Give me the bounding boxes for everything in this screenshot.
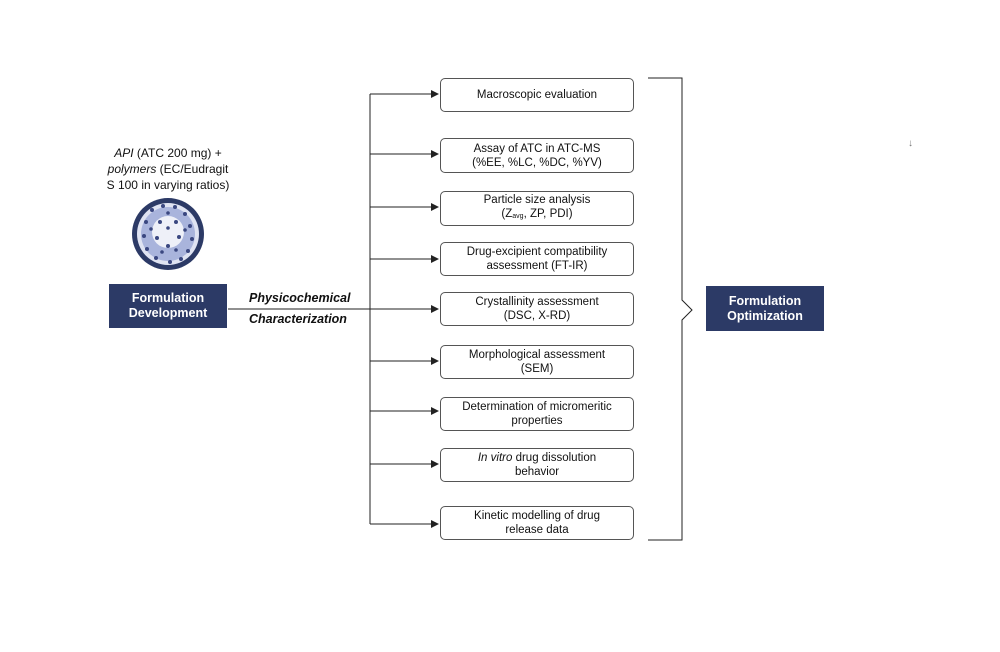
s5-line2: (DSC, X-RD) (503, 310, 571, 322)
s2-line1: Assay of ATC in ATC-MS (473, 142, 601, 155)
step-kinetic-modelling: Kinetic modelling of drug release data (440, 506, 634, 540)
api-line3: S 100 in varying ratios) (106, 178, 230, 192)
step-crystallinity: Crystallinity assessment (DSC, X-RD) (440, 292, 634, 326)
s3-line2: (Zavg, ZP, PDI) (501, 207, 572, 224)
s8-line1: In vitro drug dissolution (478, 451, 596, 465)
step-micromeritic: Determination of micromeritic properties (440, 397, 634, 431)
s5-line1: Crystallinity assessment (475, 296, 599, 308)
s1-line1: Macroscopic evaluation (476, 89, 598, 101)
api-italic: API (114, 146, 134, 160)
s7-line2: properties (511, 415, 563, 427)
fo-line1: Formulation (728, 293, 802, 308)
api-polymers-label: API (ATC 200 mg) + polymers (EC/Eudragit… (100, 145, 236, 193)
s9-line1: Kinetic modelling of drug (474, 510, 600, 522)
step-morphological: Morphological assessment (SEM) (440, 345, 634, 379)
s3-line1: Particle size analysis (483, 194, 591, 206)
s3-open: ( (501, 208, 506, 220)
s3-sub: avg (512, 213, 524, 220)
step-drug-excipient: Drug-excipient compatibility assessment … (440, 242, 634, 276)
step-macroscopic-evaluation: Macroscopic evaluation (440, 78, 634, 112)
nanoparticle-icon (132, 198, 204, 270)
s9-line2: release data (505, 524, 569, 536)
polymers-rest-text: (EC/Eudragit (156, 162, 229, 176)
fd-line1: Formulation (131, 291, 205, 305)
s8-italic: In vitro (477, 452, 513, 464)
s8-rest: drug dissolution (512, 452, 597, 464)
s2-line2: (%EE, %LC, %DC, %YV) (472, 156, 602, 169)
step-assay: Assay of ATC in ATC-MS (%EE, %LC, %DC, %… (440, 138, 634, 173)
right-bracket (648, 77, 693, 541)
s6-line2: (SEM) (520, 363, 554, 375)
formulation-development-box: Formulation Development (109, 284, 227, 328)
s4-line2: assessment (FT-IR) (486, 260, 588, 272)
physicochemical-label: Physicochemical (249, 291, 351, 305)
s3-z: Z (505, 208, 513, 220)
stray-arrow-mark: ↓ (908, 138, 913, 149)
s6-line1: Morphological assessment (468, 349, 606, 361)
fo-line2: Optimization (727, 308, 803, 323)
s8-line2: behavior (514, 466, 560, 478)
step-particle-size: Particle size analysis (Zavg, ZP, PDI) (440, 191, 634, 226)
polymers-italic: polymers (107, 162, 157, 176)
s3-rest: , ZP, PDI) (523, 208, 573, 220)
formulation-optimization-box: Formulation Optimization (706, 286, 824, 331)
api-atc-text: (ATC 200 mg) + (133, 146, 222, 160)
s7-line1: Determination of micromeritic (462, 401, 612, 413)
characterization-label: Characterization (249, 312, 347, 326)
step-in-vitro: In vitro drug dissolution behavior (440, 448, 634, 482)
s4-line1: Drug-excipient compatibility (466, 246, 608, 258)
fd-line2: Development (128, 306, 208, 320)
